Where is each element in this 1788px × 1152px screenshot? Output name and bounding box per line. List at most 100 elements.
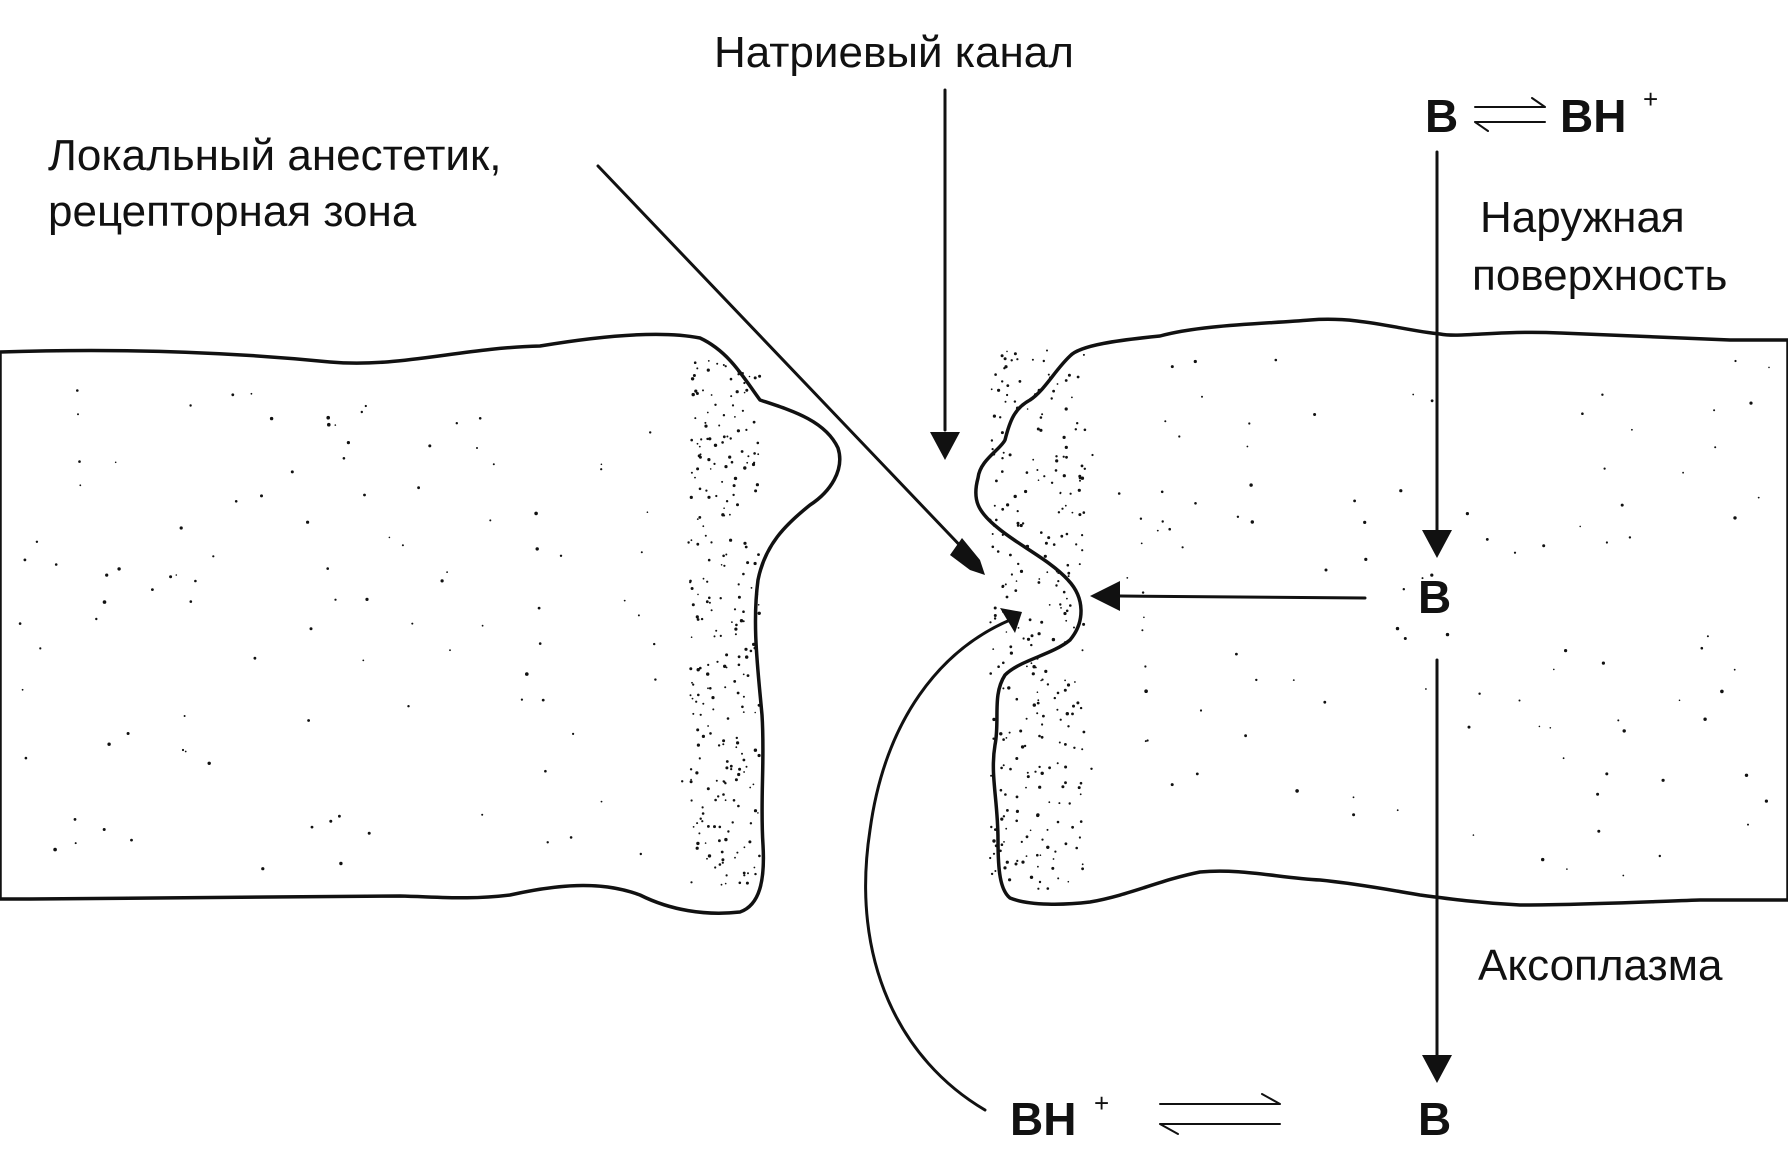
stipple-dot — [993, 606, 997, 610]
stipple-dot — [690, 471, 693, 474]
stipple-dot — [990, 825, 993, 829]
stipple-dot — [739, 619, 744, 623]
stipple-dot — [1014, 589, 1018, 592]
stipple-dot — [1036, 469, 1039, 471]
stipple-dot — [1046, 887, 1050, 890]
stipple-dot — [724, 365, 727, 368]
stipple-dot — [114, 461, 117, 464]
stipple-dot — [1079, 820, 1083, 823]
stipple-dot — [994, 828, 997, 831]
stipple-dot — [1041, 838, 1044, 841]
stipple-dot — [701, 820, 704, 823]
stipple-dot — [743, 466, 747, 470]
stipple-dot — [701, 806, 704, 809]
stipple-dot — [1075, 846, 1078, 850]
stipple-dot — [538, 642, 542, 645]
stipple-dot — [1034, 770, 1037, 773]
stipple-dot — [1542, 544, 1546, 548]
stipple-dot — [1025, 544, 1030, 549]
stipple-dot — [525, 672, 529, 676]
stipple-dot — [1178, 435, 1181, 438]
stipple-dot — [1064, 445, 1068, 449]
stipple-dot — [735, 623, 738, 627]
stipple-dot — [746, 674, 750, 677]
stipple-dot — [754, 711, 756, 714]
stipple-dot — [1000, 817, 1004, 821]
stipple-dot — [748, 840, 752, 844]
stipple-dot — [1579, 525, 1581, 528]
stipple-dot — [724, 686, 727, 689]
stipple-dot — [1013, 352, 1017, 356]
stipple-dot — [1006, 350, 1008, 353]
stipple-dot — [1364, 557, 1368, 562]
stipple-dot — [1396, 809, 1399, 812]
stipple-dot — [1061, 507, 1064, 510]
stipple-dot — [692, 374, 696, 377]
stipple-dot — [725, 653, 729, 657]
stipple-dot — [151, 588, 154, 591]
stipple-dot — [752, 783, 755, 786]
stipple-dot — [707, 854, 712, 858]
stipple-dot — [1036, 691, 1039, 693]
stipple-dot — [744, 545, 748, 549]
stipple-dot — [1063, 611, 1067, 616]
stipple-dot — [1066, 597, 1068, 600]
stipple-dot — [329, 819, 333, 823]
stipple-dot — [130, 838, 133, 842]
stipple-dot — [1703, 717, 1707, 721]
stipple-dot — [734, 856, 736, 859]
stipple-dot — [1749, 401, 1753, 405]
stipple-dot — [481, 624, 484, 627]
stipple-dot — [1046, 683, 1050, 686]
stipple-dot — [698, 516, 702, 519]
stipple-dot — [1037, 479, 1040, 482]
stipple-dot — [1052, 858, 1055, 860]
stipple-dot — [995, 518, 998, 522]
stipple-dot — [649, 431, 652, 434]
stipple-dot — [309, 627, 313, 631]
stipple-dot — [734, 416, 736, 418]
stipple-dot — [706, 672, 710, 676]
stipple-dot — [737, 595, 741, 599]
stipple-dot — [102, 600, 107, 604]
stipple-dot — [1126, 577, 1129, 579]
stipple-dot — [758, 374, 762, 378]
top-equilibrium-arrows — [1474, 97, 1546, 132]
stipple-dot — [702, 577, 705, 580]
stipple-dot — [1075, 543, 1078, 546]
stipple-dot — [718, 825, 722, 829]
stipple-dot — [1026, 771, 1029, 774]
stipple-dot — [1062, 474, 1066, 478]
stipple-dot — [1032, 397, 1034, 399]
stipple-dot — [718, 839, 721, 843]
stipple-dot — [1025, 471, 1029, 474]
stipple-dot — [1038, 734, 1041, 738]
stipple-dot — [716, 362, 719, 365]
stipple-dot — [992, 648, 995, 650]
stipple-dot — [1025, 717, 1028, 720]
stipple-dot — [997, 868, 1001, 872]
stipple-dot — [749, 822, 753, 825]
stipple-dot — [705, 489, 708, 492]
stipple-dot — [1146, 739, 1149, 742]
stipple-dot — [1044, 669, 1048, 674]
stipple-dot — [720, 883, 723, 886]
stipple-dot — [1046, 571, 1049, 574]
stipple-dot — [695, 392, 699, 395]
stipple-dot — [1001, 507, 1005, 511]
stipple-dot — [722, 414, 726, 417]
stipple-dot — [719, 597, 722, 600]
stipple-dot — [1513, 551, 1517, 554]
stipple-dot — [1058, 741, 1061, 744]
stipple-dot — [1016, 524, 1020, 527]
stipple-dot — [207, 761, 211, 765]
stipple-dot — [1485, 538, 1489, 541]
stipple-dot — [696, 618, 700, 621]
stipple-dot — [695, 700, 698, 703]
stipple-dot — [1181, 546, 1184, 549]
stipple-dot — [731, 821, 734, 824]
stipple-dot — [725, 874, 728, 877]
stipple-dot — [729, 377, 733, 381]
stipple-dot — [183, 715, 186, 717]
stipple-dot — [326, 415, 331, 420]
